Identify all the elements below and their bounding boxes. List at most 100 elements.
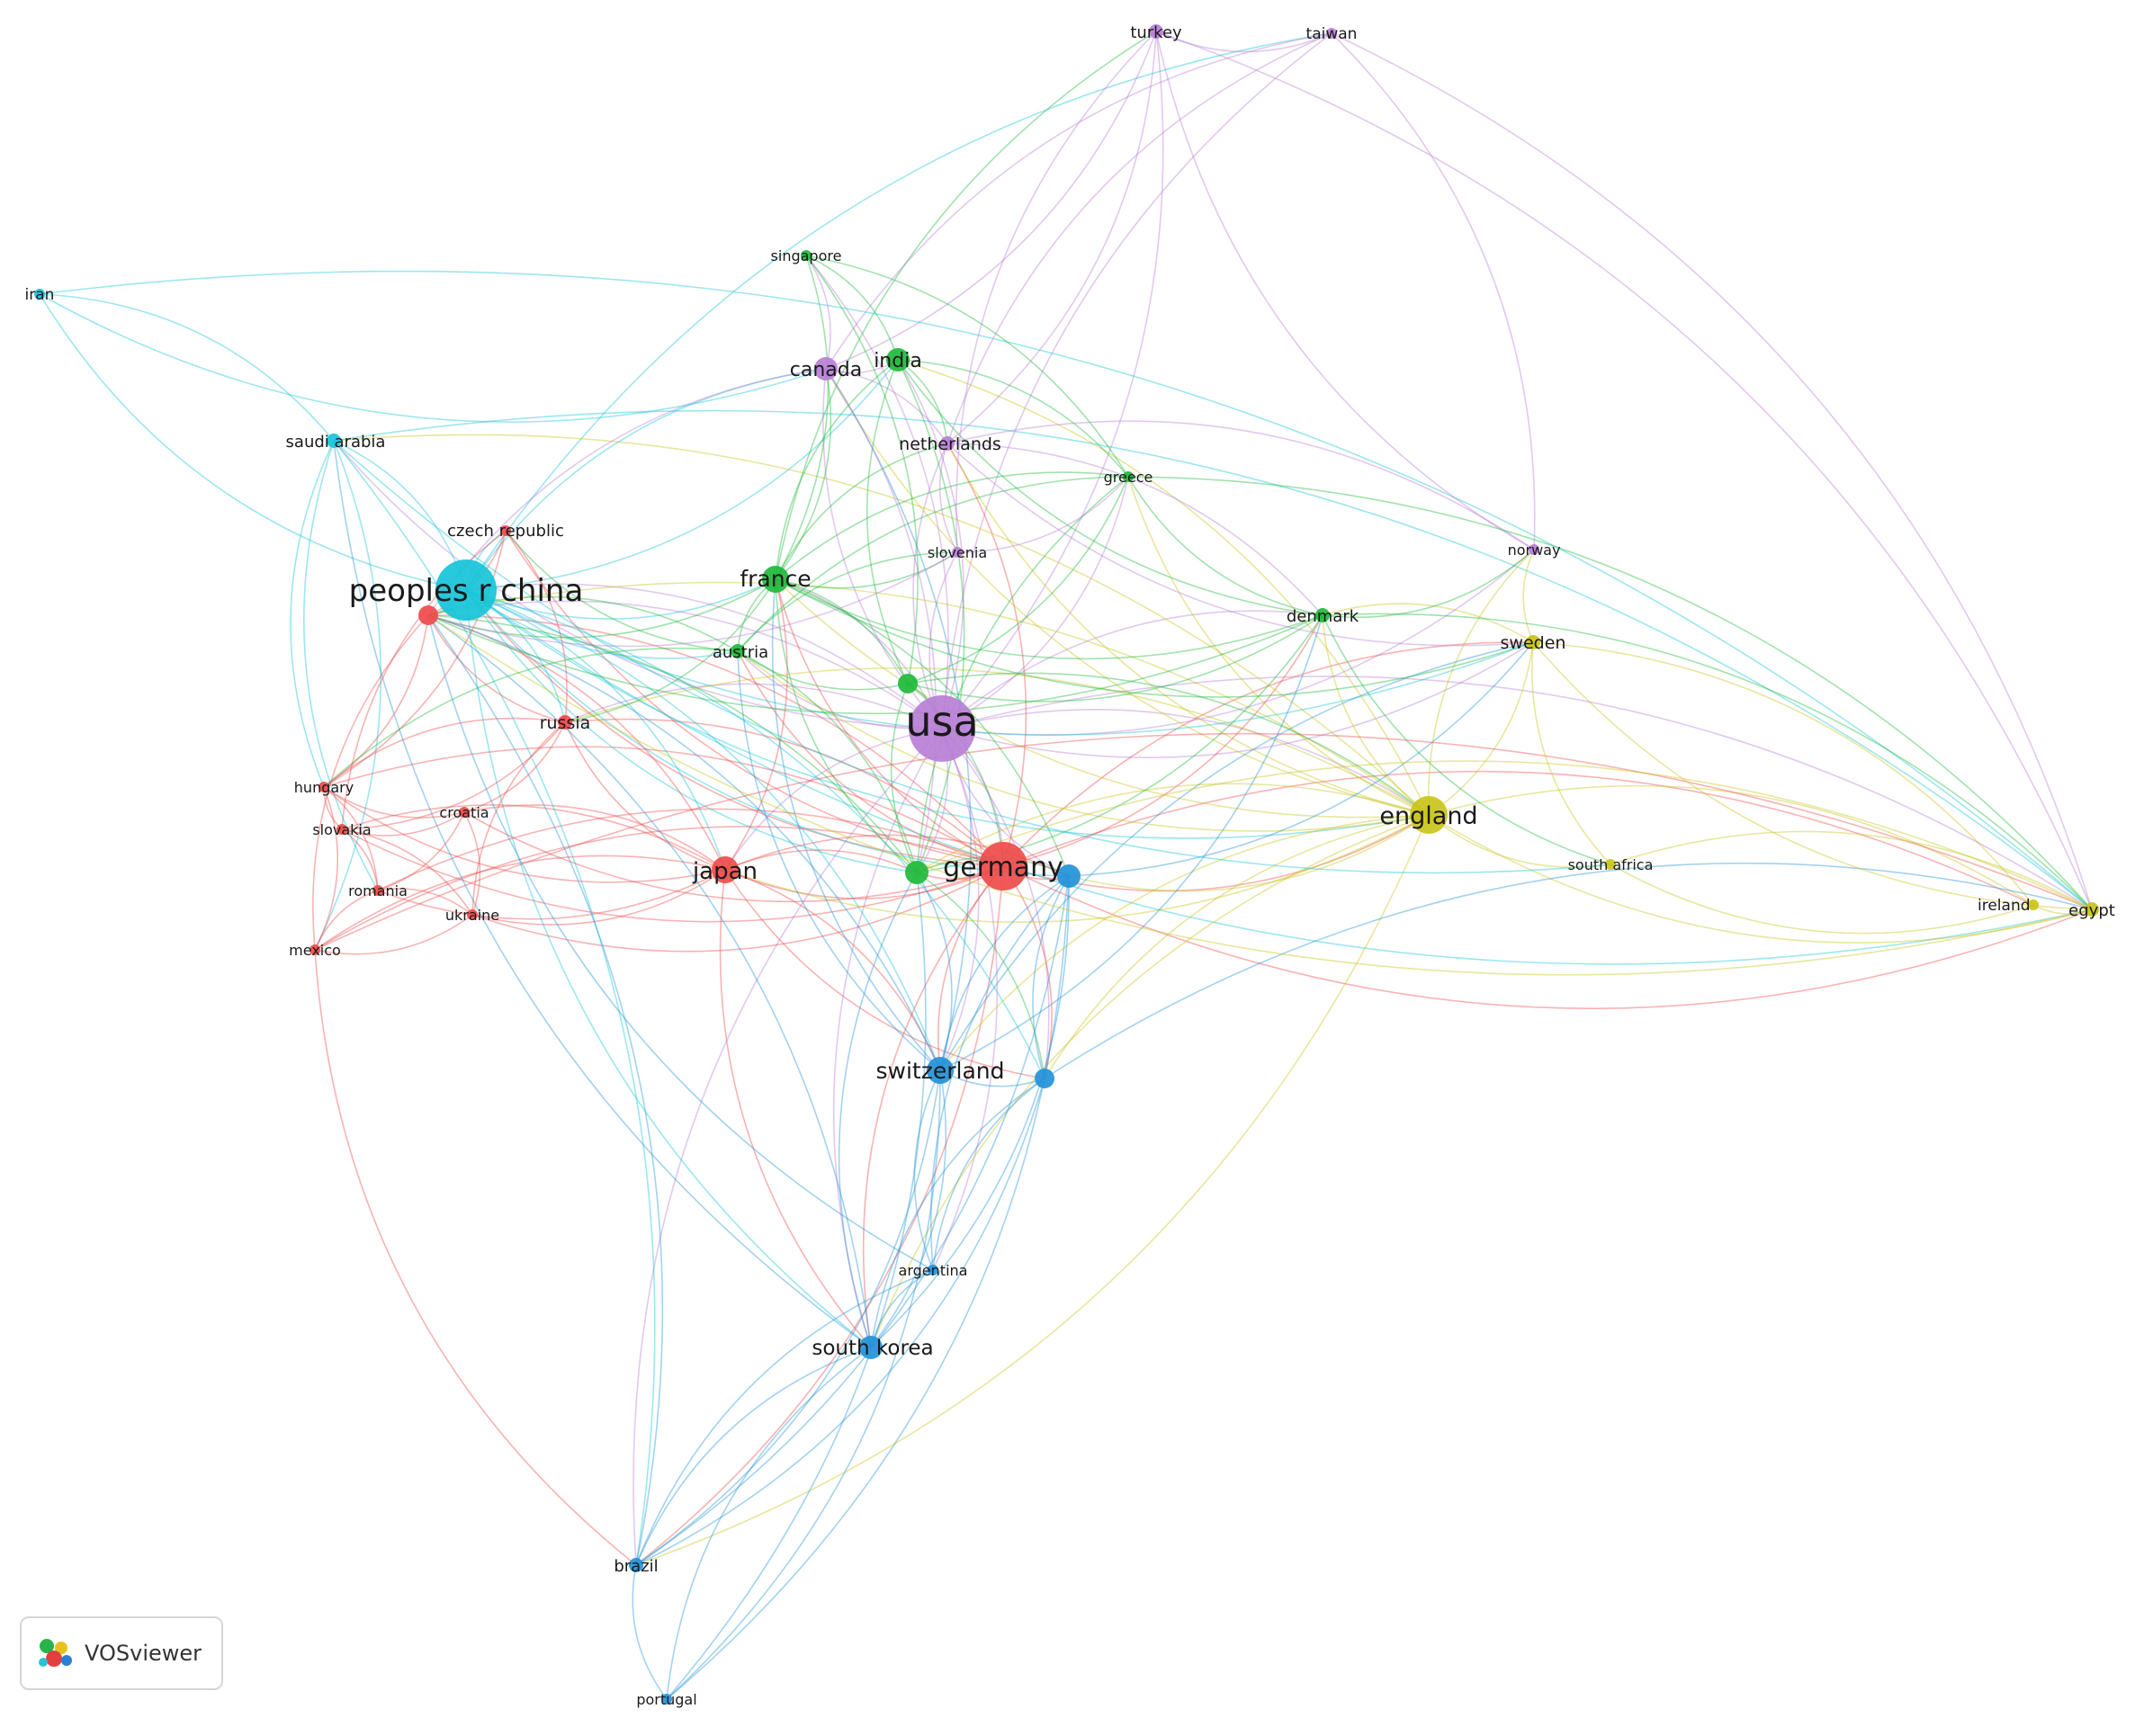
- node-switzerland[interactable]: [927, 1057, 954, 1084]
- link-czech-republic-hungary: [323, 530, 507, 788]
- link-netherlands-slovenia: [938, 443, 958, 553]
- node-denmark[interactable]: [1315, 608, 1330, 622]
- node-sweden[interactable]: [1526, 635, 1540, 649]
- label-netherlands: netherlands: [899, 434, 1001, 454]
- link-turkey-slovenia: [955, 31, 1157, 553]
- link-japan-romania: [377, 869, 726, 920]
- link-australia-argentina: [932, 1078, 1045, 1271]
- link-japan-spain: [724, 849, 918, 873]
- node-italy[interactable]: [418, 605, 438, 625]
- link-usa-peoples-r-china: [465, 583, 943, 729]
- node-argentina[interactable]: [928, 1265, 938, 1275]
- node-portugal[interactable]: [661, 1694, 672, 1705]
- link-sweden-denmark: [1322, 603, 1534, 643]
- node-netherlands[interactable]: [940, 436, 955, 451]
- link-usa-netherlands: [912, 443, 948, 729]
- label-saudi-arabia: saudi arabia: [286, 433, 386, 452]
- node-taiwan[interactable]: [1326, 28, 1337, 39]
- link-germany-czech-republic: [505, 530, 1004, 867]
- label-iran: iran: [25, 286, 55, 304]
- node-slovakia[interactable]: [336, 824, 347, 835]
- link-canada-singapore: [805, 255, 831, 370]
- link-turkey-taiwan: [1155, 31, 1332, 53]
- link-peoples-r-china-belgium: [465, 589, 1070, 877]
- link-south-korea-belgium: [870, 875, 1070, 1348]
- link-france-greece: [775, 471, 1129, 580]
- node-croatia[interactable]: [459, 807, 470, 818]
- link-peoples-r-china-india: [465, 359, 899, 591]
- node-france[interactable]: [762, 566, 789, 593]
- node-canada[interactable]: [814, 357, 838, 380]
- link-egypt-spain: [916, 760, 2093, 910]
- link-peoples-r-china-spain: [465, 589, 918, 873]
- node-saudi-arabia[interactable]: [327, 434, 341, 448]
- link-russia-italy: [427, 614, 566, 723]
- node-slovenia[interactable]: [952, 547, 963, 558]
- node-south-korea[interactable]: [859, 1336, 883, 1359]
- node-ireland[interactable]: [2028, 899, 2039, 910]
- link-denmark-norway: [1322, 549, 1535, 618]
- node-usa[interactable]: [909, 695, 975, 762]
- link-saudi-arabia-iran: [39, 293, 335, 442]
- label-greece: greece: [1104, 469, 1153, 486]
- link-sweden-ireland: [1532, 641, 2034, 906]
- link-unlabeled-green-singapore: [805, 255, 919, 685]
- link-belgium-australia: [1032, 875, 1070, 1079]
- link-usa-russia: [564, 683, 943, 729]
- node-austria[interactable]: [731, 644, 745, 658]
- link-russia-czech-republic: [505, 530, 568, 723]
- link-germany-sweden: [1002, 641, 1534, 867]
- node-brazil[interactable]: [629, 1558, 643, 1572]
- link-belgium-argentina: [930, 875, 1070, 1271]
- link-austria-czech-republic: [505, 530, 739, 652]
- node-peoples-r-china[interactable]: [435, 559, 497, 621]
- watermark-label: VOSviewer: [85, 1641, 202, 1666]
- node-spain[interactable]: [905, 861, 928, 884]
- node-greece[interactable]: [1123, 471, 1134, 482]
- link-england-austria: [737, 650, 1430, 832]
- link-netherlands-norway: [946, 420, 1535, 550]
- label-norway: norway: [1508, 541, 1561, 559]
- node-russia[interactable]: [558, 715, 572, 729]
- link-brazil-argentina: [635, 1269, 934, 1566]
- node-unlabeled-green[interactable]: [898, 674, 918, 694]
- node-romania[interactable]: [372, 885, 383, 896]
- node-germany[interactable]: [979, 842, 1027, 890]
- link-netherlands-sweden: [946, 443, 1534, 647]
- link-germany-egypt: [1002, 865, 2093, 1009]
- label-portugal: portugal: [636, 1691, 696, 1708]
- node-iran[interactable]: [34, 289, 45, 300]
- node-turkey[interactable]: [1149, 24, 1163, 39]
- link-saudi-arabia-egypt: [333, 409, 2093, 910]
- node-hungary[interactable]: [318, 782, 329, 792]
- link-denmark-egypt: [1322, 613, 2093, 910]
- label-ireland: ireland: [1978, 897, 2031, 915]
- node-norway[interactable]: [1529, 544, 1539, 555]
- link-peoples-r-china-canada: [465, 368, 827, 591]
- node-czech-republic[interactable]: [500, 525, 511, 536]
- link-peoples-r-china-taiwan: [465, 32, 1332, 591]
- label-mexico: mexico: [289, 942, 341, 959]
- node-ukraine[interactable]: [467, 909, 478, 920]
- link-sweden-egypt: [1532, 641, 2093, 910]
- label-south-korea: south korea: [812, 1337, 933, 1360]
- label-egypt: egypt: [2068, 901, 2115, 920]
- node-australia[interactable]: [1035, 1069, 1054, 1088]
- link-slovenia-italy: [427, 551, 958, 648]
- node-belgium[interactable]: [1057, 864, 1081, 888]
- node-mexico[interactable]: [309, 944, 320, 955]
- node-egypt[interactable]: [2085, 902, 2099, 917]
- link-spain-greece: [916, 476, 1129, 873]
- link-slovakia-ukraine: [341, 828, 473, 916]
- link-usa-brazil: [632, 728, 943, 1566]
- node-south-africa[interactable]: [1605, 859, 1616, 870]
- link-denmark-italy: [427, 614, 1323, 715]
- node-india[interactable]: [886, 348, 910, 371]
- node-england[interactable]: [1410, 796, 1448, 834]
- node-singapore[interactable]: [801, 250, 812, 261]
- node-japan[interactable]: [712, 856, 739, 883]
- link-canada-netherlands: [825, 368, 948, 444]
- link-mexico-brazil: [314, 949, 637, 1566]
- link-portugal-spain: [666, 872, 927, 1700]
